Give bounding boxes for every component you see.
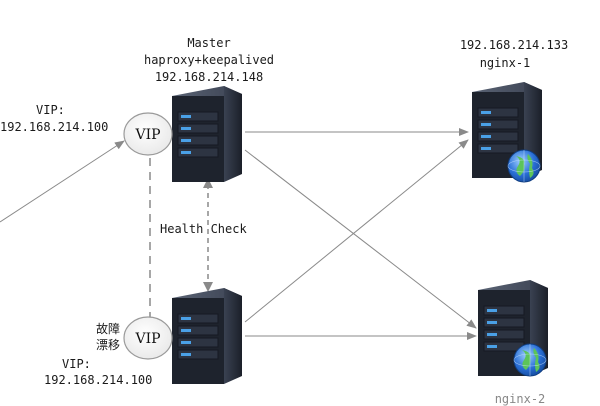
master-software: haproxy+keepalived: [143, 53, 275, 67]
vip-badge-backup: VIP: [123, 316, 173, 360]
health-check-label: Health Check: [160, 222, 247, 236]
client-to-master-arrow: [0, 140, 125, 223]
master-server-icon: [171, 85, 243, 183]
vip-bottom-label: VIP:: [62, 357, 91, 371]
failover-label-line1: 故障: [96, 322, 121, 336]
health-check-arrowhead-up: [203, 178, 213, 188]
nginx2-name: nginx-2: [494, 392, 546, 406]
backup-to-nginx1-arrow: [244, 139, 469, 323]
vip-left-ip: 192.168.214.100: [0, 120, 109, 134]
nginx2-globe-icon: [513, 343, 547, 377]
vip-bottom-ip: 192.168.214.100: [44, 373, 153, 387]
master-ip: 192.168.214.148: [154, 70, 264, 84]
backup-server-icon: [171, 287, 243, 385]
vip-left-label: VIP:: [36, 103, 65, 117]
master-to-nginx2-arrow: [244, 149, 477, 329]
vip-badge-master: VIP: [123, 112, 173, 156]
nginx1-ip: 192.168.214.133: [459, 38, 569, 52]
health-check-arrowhead-down: [203, 282, 213, 292]
nginx1-globe-icon: [507, 149, 541, 183]
master-title: Master: [187, 36, 231, 50]
vip-badge-master-text: VIP: [134, 127, 160, 143]
nginx1-name: nginx-1: [479, 56, 531, 70]
failover-label-line2: 漂移: [96, 338, 121, 352]
vip-badge-backup-text: VIP: [134, 331, 160, 347]
